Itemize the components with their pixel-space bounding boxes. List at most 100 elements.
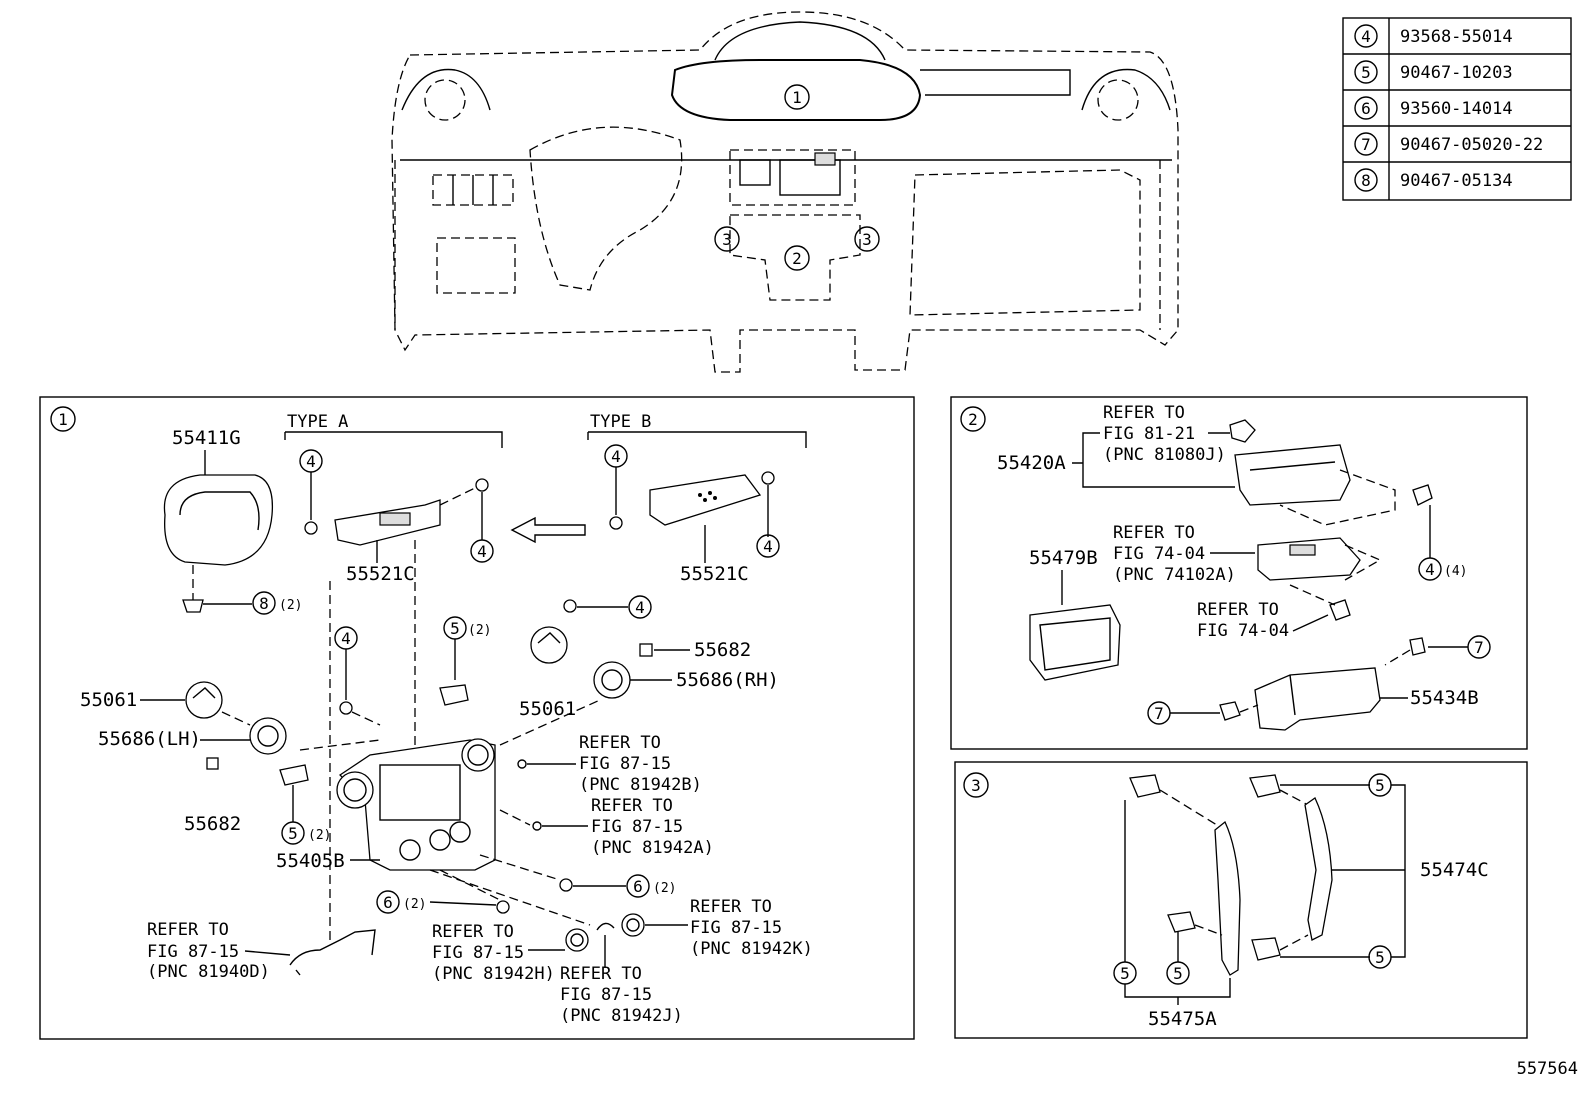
part-55411g-label: 55411G [172,427,241,449]
part-55479b-label: 55479B [1029,547,1098,569]
legend-ref-number: 4 [1361,27,1371,46]
clip-part [206,757,219,770]
ring-part [565,928,589,952]
svg-text:REFER TO: REFER TO [1103,403,1185,423]
svg-text:1: 1 [792,88,802,107]
svg-text:(PNC 81942H): (PNC 81942H) [432,964,555,984]
legend-ref-number: 5 [1361,63,1371,82]
center-bezel-part [338,739,496,871]
svg-text:4: 4 [611,447,621,466]
legend-row: 5 90467-10203 [1354,60,1513,84]
svg-text:REFER TO: REFER TO [560,964,642,984]
svg-text:4: 4 [306,452,316,471]
svg-text:(2): (2) [403,897,426,912]
svg-text:(2): (2) [279,598,302,613]
svg-text:FIG 87-15: FIG 87-15 [591,817,683,837]
figure-id: 557564 [1517,1059,1578,1079]
svg-text:REFER TO: REFER TO [579,733,661,753]
legend-row: 8 90467-05134 [1354,168,1513,192]
part-55682-right-label: 55682 [694,639,751,661]
part-55474c-label: 55474C [1420,859,1489,881]
part-55521c-b-label: 55521C [680,563,749,585]
overview-callout-3-right: 3 [854,226,880,252]
svg-text:(4): (4) [1444,564,1467,579]
overview-callout-1: 1 [784,84,810,110]
legend-part-number: 93560-14014 [1400,99,1513,119]
legend-ref-number: 8 [1361,171,1371,190]
vent-ring-part [593,661,631,699]
legend-ref-number: 7 [1361,135,1371,154]
svg-text:(PNC 81080J): (PNC 81080J) [1103,445,1226,465]
part-55434b-label: 55434B [1410,687,1479,709]
switch-housing-part [1234,444,1351,506]
part-55682-left-label: 55682 [184,813,241,835]
svg-text:(PNC 74102A): (PNC 74102A) [1113,565,1236,585]
legend-ref-number: 6 [1361,99,1371,118]
panel-2: 2 REFER TO FIG 81-21 (PNC 81080J) 55420A… [950,396,1528,750]
svg-text:FIG 87-15: FIG 87-15 [432,943,524,963]
svg-text:(PNC 81940D): (PNC 81940D) [147,962,270,982]
pocket-part [1029,604,1121,681]
svg-text:5: 5 [1173,964,1183,983]
svg-text:7: 7 [1474,638,1484,657]
svg-text:(PNC 81942K): (PNC 81942K) [690,939,813,959]
part-55420a-label: 55420A [997,452,1066,474]
screw-part [1409,637,1426,656]
svg-text:REFER TO: REFER TO [1197,600,1279,620]
svg-text:4: 4 [635,598,645,617]
svg-text:REFER TO: REFER TO [690,897,772,917]
panel-1: 1 TYPE A TYPE B 55411G 8 (2) 4 4 55521C [39,396,915,1040]
type-a-label: TYPE A [287,412,348,432]
type-b-label: TYPE B [590,412,651,432]
svg-text:7: 7 [1154,704,1164,723]
svg-text:4: 4 [1425,560,1435,579]
part-55061-right-label: 55061 [519,698,576,720]
spring-clip-part [596,922,615,931]
legend-part-number: 93568-55014 [1400,27,1513,47]
svg-text:FIG 74-04: FIG 74-04 [1197,621,1289,641]
svg-text:REFER TO: REFER TO [591,796,673,816]
svg-text:REFER TO: REFER TO [147,920,229,940]
svg-text:REFER TO: REFER TO [432,922,514,942]
trim-strip-part [1304,797,1333,941]
svg-text:REFER TO: REFER TO [1113,523,1195,543]
ring-part [621,913,645,937]
dashboard-overview: 1 2 3 3 [391,11,1179,373]
svg-text:6: 6 [633,877,643,896]
svg-text:3: 3 [722,230,732,249]
cluster-cover-part [163,474,274,566]
clip-part [1129,774,1161,798]
arrow-icon [510,516,586,544]
vent-part [185,681,223,719]
svg-text:3: 3 [862,230,872,249]
overview-callout-3-left: 3 [714,226,740,252]
screw-part [1412,484,1433,506]
legend-part-number: 90467-05020-22 [1400,135,1543,155]
svg-text:(PNC 81942J): (PNC 81942J) [560,1006,683,1026]
svg-text:5: 5 [288,824,298,843]
clip-part [439,684,469,706]
screw-part [1329,599,1351,621]
part-55686-lh-label: 55686(LH) [98,728,201,750]
svg-text:6: 6 [383,893,393,912]
part-55521c-a-label: 55521C [346,563,415,585]
legend-row: 7 90467-05020-22 [1354,132,1543,156]
wire-harness-part [289,929,376,976]
svg-text:(2): (2) [653,881,676,896]
legend-row: 4 93568-55014 [1354,24,1513,48]
vent-part [530,626,568,664]
clip-part [1251,937,1281,961]
svg-text:5: 5 [1120,964,1130,983]
vent-ring-part [249,717,287,755]
svg-text:FIG 87-15: FIG 87-15 [560,985,652,1005]
legend-part-number: 90467-05134 [1400,171,1513,191]
legend-table: 4 93568-55014 5 90467-10203 6 93560-1401… [1342,17,1572,201]
svg-text:(2): (2) [308,828,331,843]
tray-part [1254,667,1381,731]
svg-text:4: 4 [477,542,487,561]
overview-callout-2: 2 [784,245,810,271]
panel-number: 1 [58,410,68,429]
svg-text:(2): (2) [468,623,491,638]
svg-text:5: 5 [1375,776,1385,795]
